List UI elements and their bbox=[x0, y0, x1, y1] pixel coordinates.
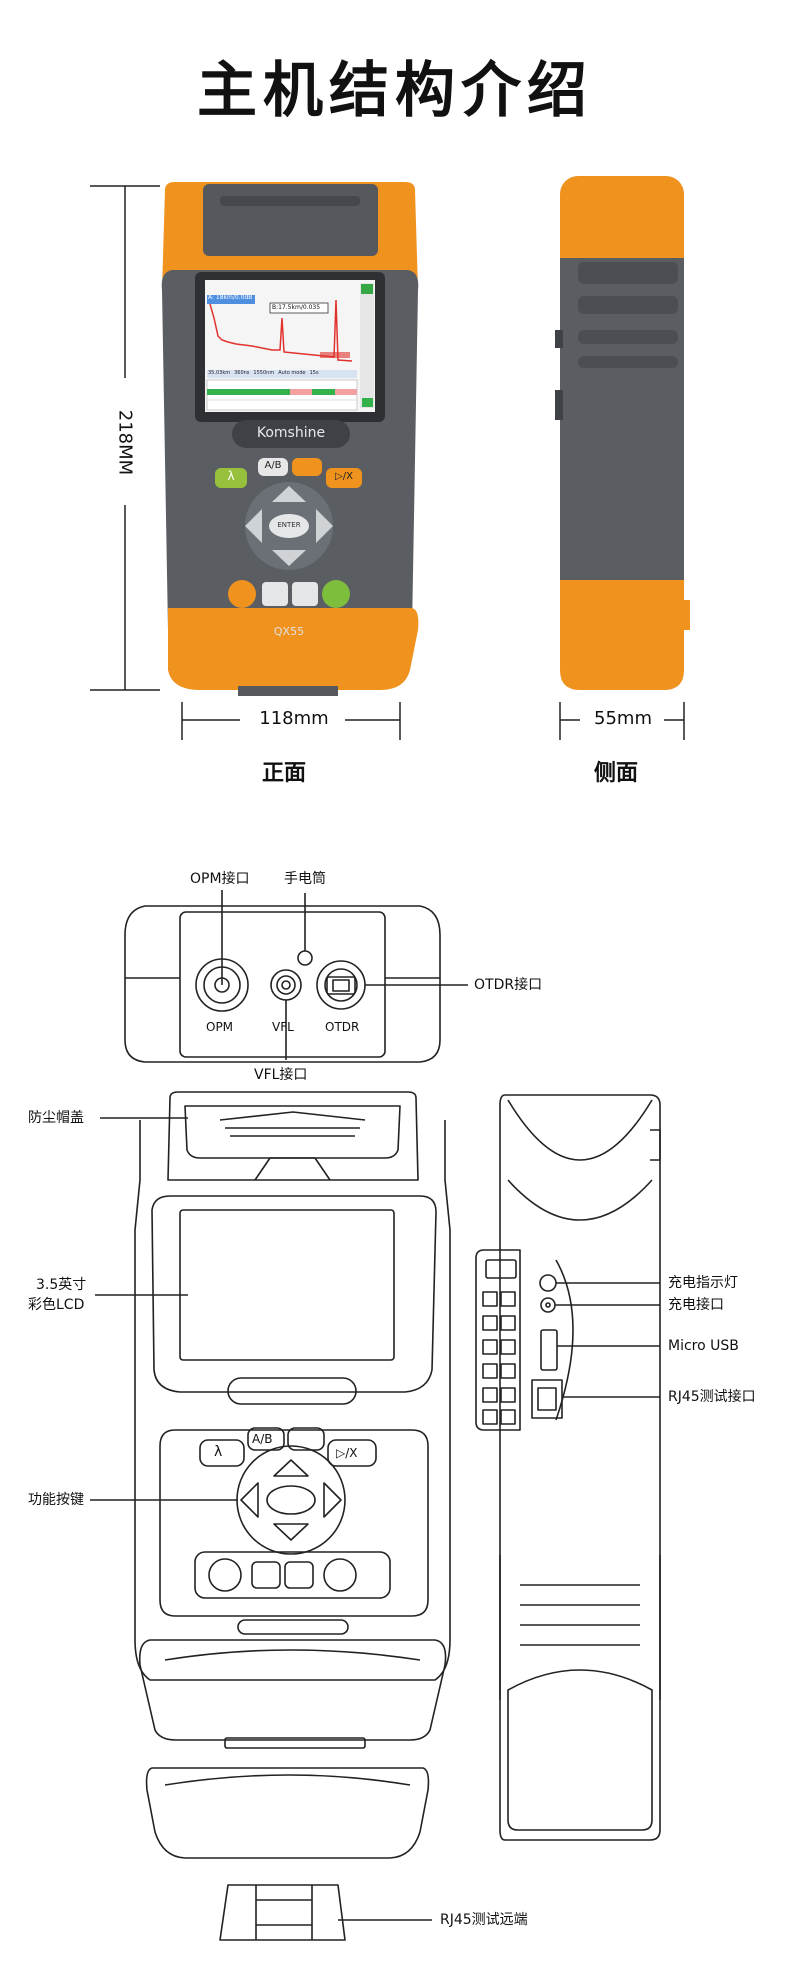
front-caption: 正面 bbox=[262, 761, 307, 786]
screen-marker: B:17.5km/0.035 bbox=[272, 304, 321, 311]
status-item: 35.03km bbox=[208, 370, 231, 376]
port-name-opm: OPM bbox=[206, 1020, 234, 1034]
screen-status-bar: 35.03km 360ns 1550nm Auto mode 15s bbox=[208, 370, 358, 376]
structure-line-diagram bbox=[90, 890, 661, 1941]
status-item: 15s bbox=[309, 370, 319, 376]
depth-dimension: 55mm bbox=[594, 708, 652, 729]
port-name-vfl: VFL bbox=[272, 1020, 294, 1034]
vfl-port-label: VFL接口 bbox=[254, 1067, 308, 1083]
rj45-port-label: RJ45测试接口 bbox=[668, 1389, 756, 1405]
opm-port-label: OPM接口 bbox=[190, 871, 250, 887]
lcd-label-line1: 3.5英寸 bbox=[36, 1277, 87, 1293]
photo-lambda-key: λ bbox=[227, 469, 235, 483]
status-item: 360ns bbox=[234, 370, 250, 376]
diagram-ab-key: A/B bbox=[252, 1432, 273, 1446]
model-label: QX55 bbox=[273, 625, 305, 638]
lcd-label-line2: 彩色LCD bbox=[28, 1297, 85, 1313]
port-name-otdr: OTDR bbox=[325, 1020, 360, 1034]
micro-usb-label: Micro USB bbox=[668, 1338, 739, 1354]
rj45-remote-label: RJ45测试远端 bbox=[440, 1912, 528, 1928]
brand-logo: Komshine bbox=[256, 425, 326, 441]
diagram-lambda-key: λ bbox=[214, 1444, 223, 1460]
status-item: 1550nm bbox=[253, 370, 275, 376]
diagram-run-key: ▷/X bbox=[336, 1446, 358, 1460]
charge-port-label: 充电接口 bbox=[668, 1297, 724, 1313]
screen-header: A: 18km/0.0dB bbox=[208, 294, 253, 301]
device-front-photo bbox=[90, 176, 690, 740]
photo-enter-key: ENTER bbox=[277, 521, 301, 529]
height-dimension: 218MM bbox=[114, 409, 136, 476]
photo-ab-key: A/B bbox=[264, 460, 282, 471]
status-item: Auto mode bbox=[278, 370, 306, 376]
photo-run-key: ▷/X bbox=[335, 471, 353, 482]
otdr-port-label: OTDR接口 bbox=[474, 977, 543, 993]
width-dimension: 118mm bbox=[259, 708, 329, 729]
side-caption: 侧面 bbox=[594, 761, 639, 786]
dust-cap-label: 防尘帽盖 bbox=[28, 1110, 84, 1126]
page-title: 主机结构介绍 bbox=[197, 56, 593, 126]
function-keys-label: 功能按键 bbox=[28, 1492, 84, 1508]
charge-indicator-label: 充电指示灯 bbox=[668, 1275, 738, 1291]
flashlight-label: 手电筒 bbox=[284, 871, 326, 887]
